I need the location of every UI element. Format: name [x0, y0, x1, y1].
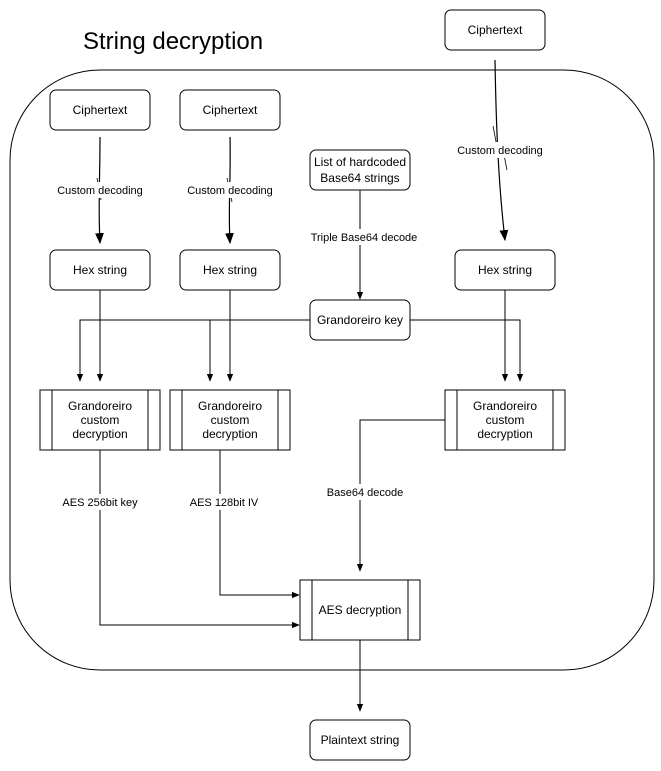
svg-text:decryption: decryption	[72, 427, 127, 441]
svg-text:custom: custom	[211, 413, 250, 427]
svg-text:Hex string: Hex string	[478, 263, 532, 277]
svg-text:AES decryption: AES decryption	[319, 603, 402, 617]
node-hardcoded-list: List of hardcoded Base64 strings	[309, 149, 411, 191]
diagram-title: String decryption	[83, 28, 263, 55]
svg-text:Ciphertext: Ciphertext	[468, 23, 523, 37]
svg-text:Plaintext string: Plaintext string	[321, 733, 400, 747]
node-custom-decryption-2: Grandoreiro custom decryption	[169, 389, 291, 451]
label-custom-decoding-3: Custom decoding	[457, 145, 543, 157]
node-ciphertext-1: Ciphertext	[49, 89, 151, 131]
node-ciphertext-outer: Ciphertext	[444, 9, 546, 51]
svg-text:Hex string: Hex string	[203, 263, 257, 277]
node-custom-decryption-1: Grandoreiro custom decryption	[39, 389, 161, 451]
node-grandoreiro-key: Grandoreiro key	[309, 299, 411, 341]
svg-text:Hex string: Hex string	[73, 263, 127, 277]
node-hex-string-3: Hex string	[454, 249, 556, 291]
label-custom-decoding-1: Custom decoding	[57, 185, 143, 197]
edge-dec3-aes	[356, 419, 445, 572]
svg-text:decryption: decryption	[477, 427, 532, 441]
svg-text:Base64 strings: Base64 strings	[320, 171, 399, 185]
node-ciphertext-2: Ciphertext	[179, 89, 281, 131]
svg-text:custom: custom	[486, 413, 525, 427]
svg-text:decryption: decryption	[202, 427, 257, 441]
svg-text:Grandoreiro: Grandoreiro	[473, 399, 537, 413]
node-hex-string-1: Hex string	[49, 249, 151, 291]
edge-dec2-aes	[219, 450, 300, 599]
svg-text:Ciphertext: Ciphertext	[73, 103, 128, 117]
nodes: Ciphertext Ciphertext Ciphertext List of…	[39, 9, 566, 761]
edge-key-dec3	[410, 319, 524, 382]
edge-dec1-aes	[99, 450, 300, 629]
label-aes-iv: AES 128bit IV	[190, 497, 259, 509]
svg-text:Grandoreiro: Grandoreiro	[198, 399, 262, 413]
label-custom-decoding-2: Custom decoding	[187, 185, 273, 197]
label-aes-key: AES 256bit key	[62, 497, 138, 509]
label-base64-decode: Base64 decode	[327, 487, 403, 499]
edge-key-dec1	[76, 319, 310, 382]
svg-text:Grandoreiro key: Grandoreiro key	[317, 313, 403, 327]
node-plaintext-string: Plaintext string	[309, 719, 411, 761]
svg-text:Grandoreiro: Grandoreiro	[68, 399, 132, 413]
node-custom-decryption-3: Grandoreiro custom decryption	[444, 389, 566, 451]
process-container	[9, 69, 655, 671]
edge-labels: Custom decoding Custom decoding Custom d…	[55, 142, 545, 510]
node-aes-decryption: AES decryption	[299, 579, 421, 641]
node-hex-string-2: Hex string	[179, 249, 281, 291]
label-triple-base64: Triple Base64 decode	[311, 232, 418, 244]
svg-text:Ciphertext: Ciphertext	[203, 103, 258, 117]
svg-text:List of hardcoded: List of hardcoded	[314, 155, 406, 169]
svg-text:custom: custom	[81, 413, 120, 427]
